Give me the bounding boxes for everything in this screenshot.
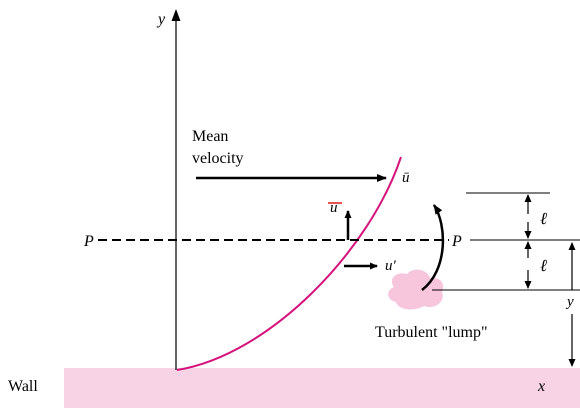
u-bar-label: ū (402, 170, 410, 186)
turbulent-lump-label: Turbulent "lump" (375, 324, 487, 341)
x-axis-label: x (537, 378, 545, 395)
u-fluctuation-struck-label: u (330, 200, 338, 216)
wall-surface (64, 368, 580, 408)
wall-label: Wall (8, 378, 38, 395)
p-left-label: P (83, 233, 94, 250)
p-right-label: P (451, 233, 462, 250)
mean-velocity-label-line2: velocity (192, 150, 244, 167)
turbulent-lump (388, 269, 444, 310)
u-prime-label: u′ (385, 258, 397, 274)
ell-upper-label: ℓ (540, 209, 547, 228)
mean-velocity-label-line1: Mean (192, 128, 228, 145)
ell-lower-label: ℓ (540, 256, 547, 275)
y-axis-label: y (156, 11, 166, 28)
velocity-profile-curve (176, 156, 402, 371)
y-axis-arrowhead (171, 9, 181, 21)
lump-trajectory-arrow (421, 204, 445, 291)
y-dimension-label: y (565, 294, 574, 310)
